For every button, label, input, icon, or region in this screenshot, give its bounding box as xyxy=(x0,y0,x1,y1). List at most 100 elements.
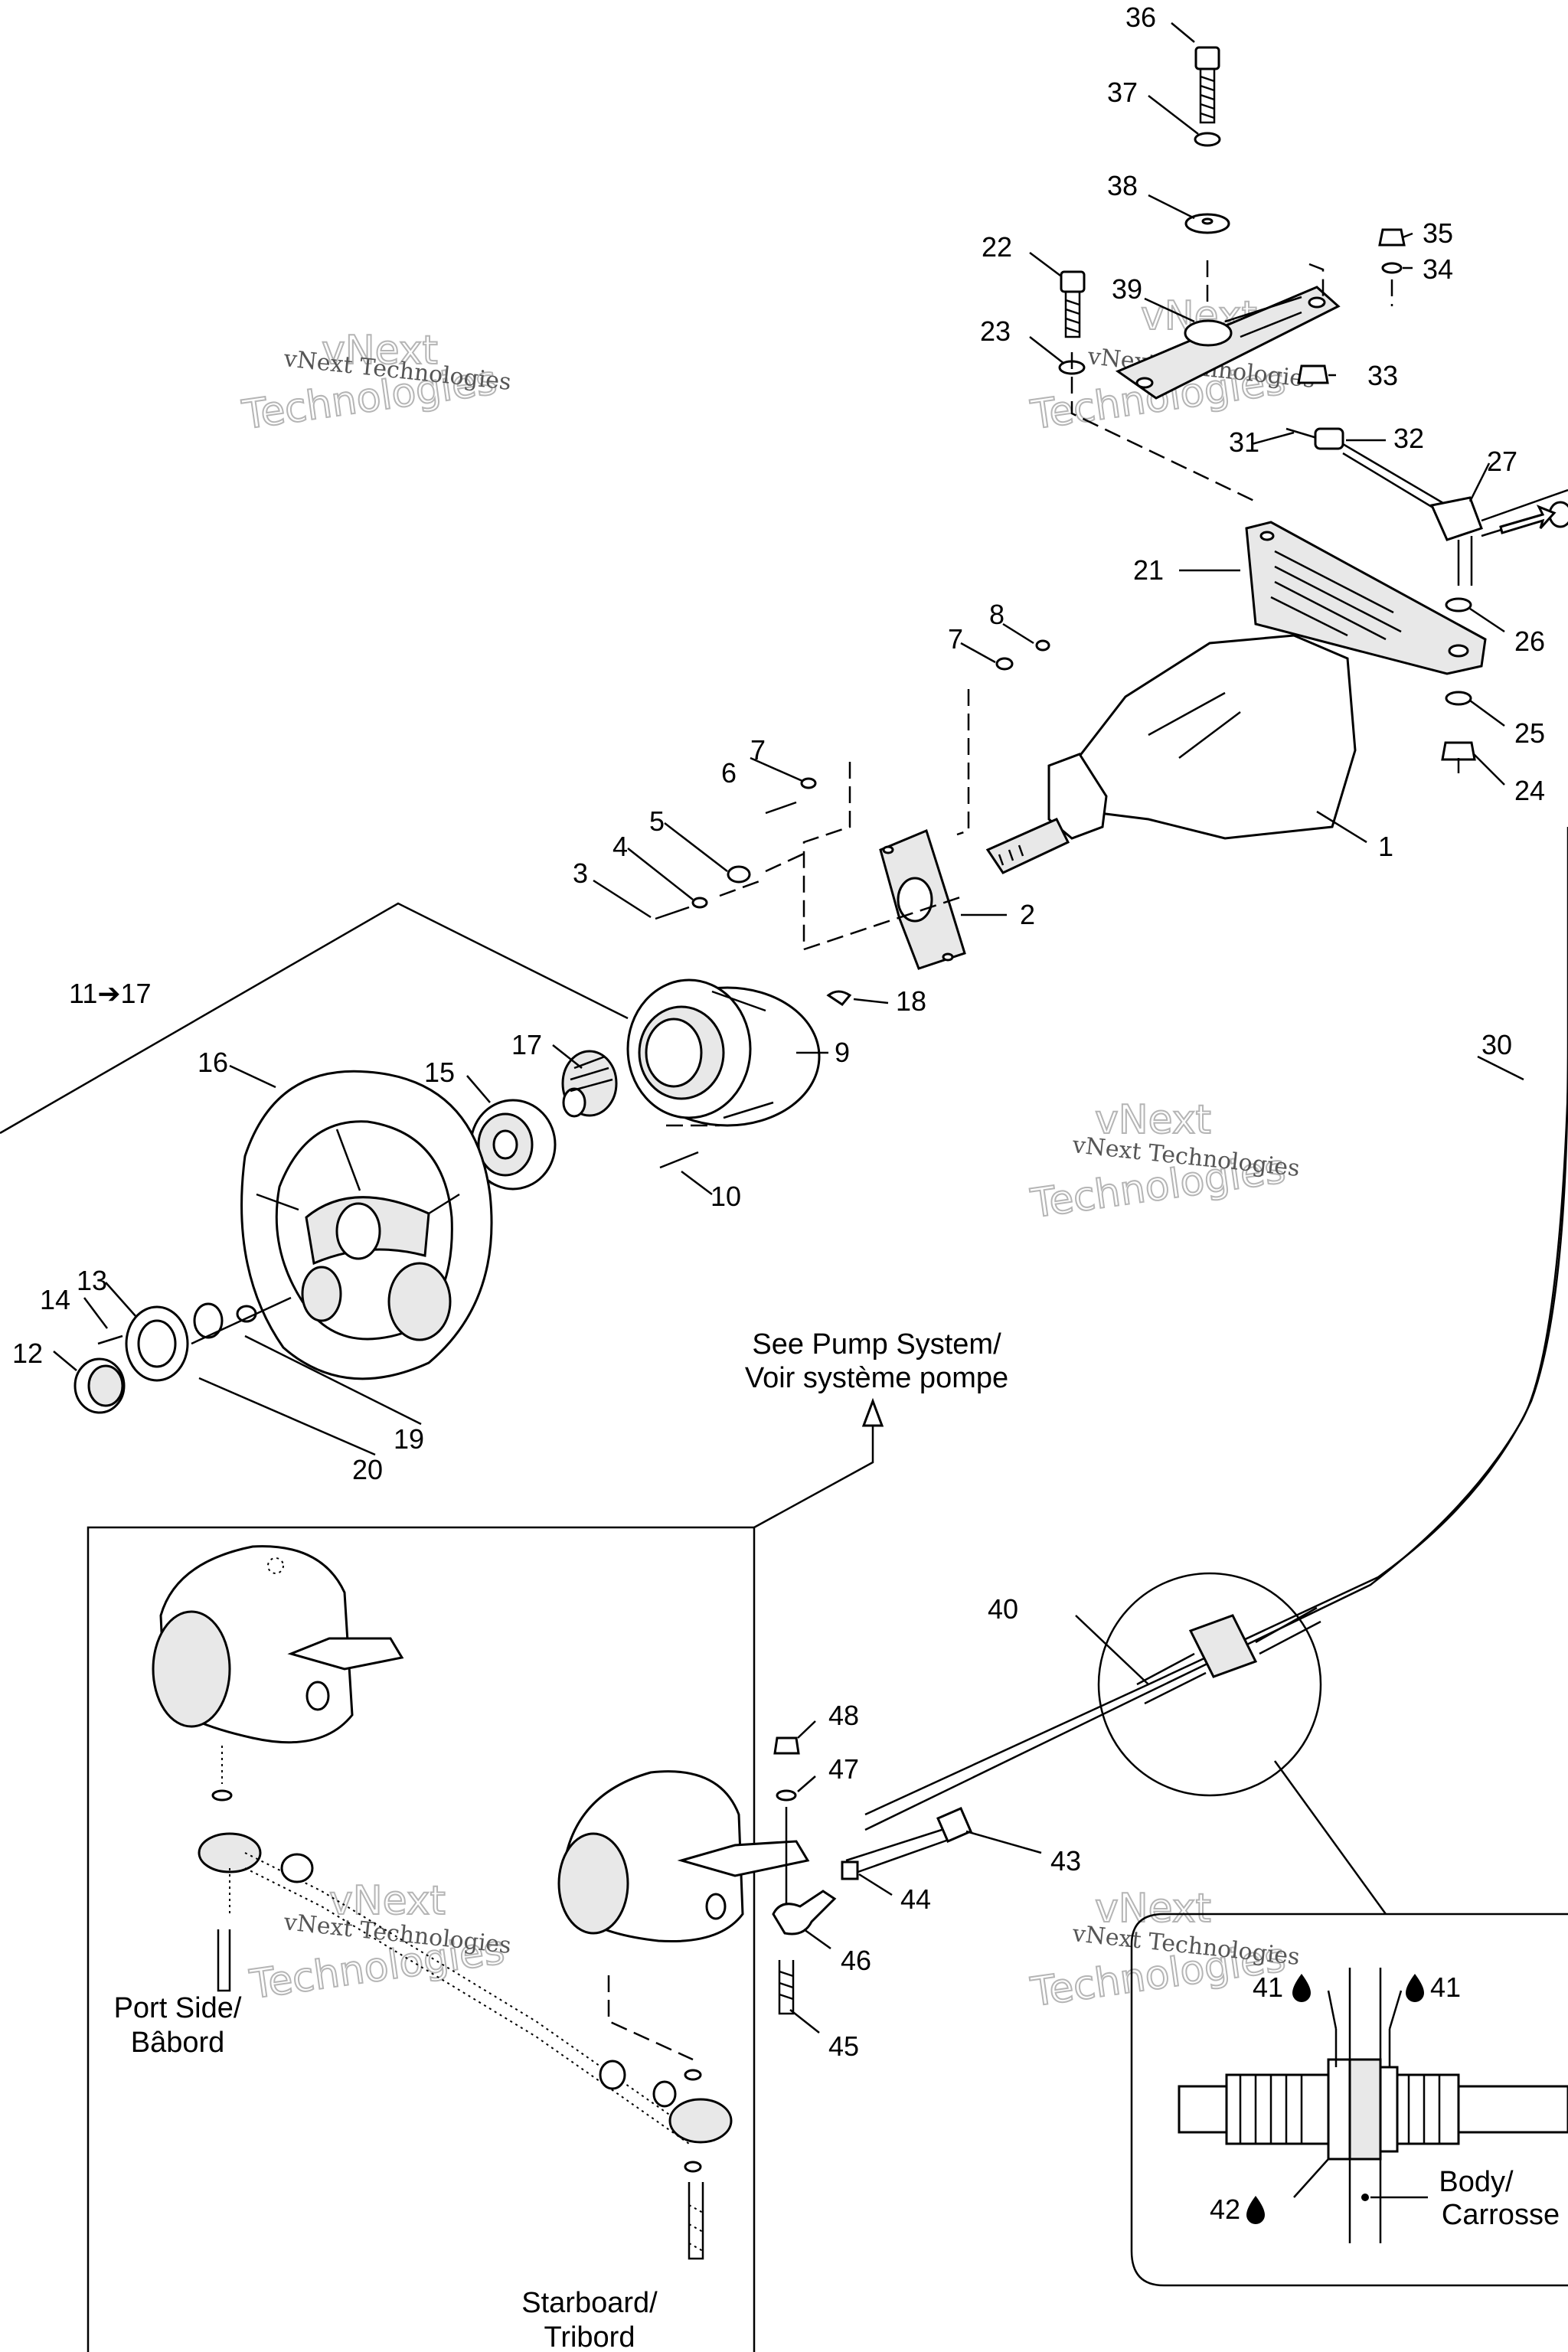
nut-33 xyxy=(1297,364,1329,384)
drop-icon xyxy=(1246,2196,1265,2224)
ferrule-43 xyxy=(936,1807,972,1843)
callout-24: 24 xyxy=(1514,775,1545,806)
callout-7b: 7 xyxy=(750,734,766,766)
callout-22: 22 xyxy=(982,231,1012,263)
callout-26: 26 xyxy=(1514,626,1545,657)
callout-9: 9 xyxy=(835,1037,850,1068)
watermark-big-11: vNext xyxy=(1095,1886,1211,1932)
callout-39: 39 xyxy=(1112,273,1142,305)
steering-hub-9 xyxy=(626,978,821,1127)
callout-5: 5 xyxy=(649,805,665,837)
callout-34: 34 xyxy=(1423,253,1453,285)
callout-10: 10 xyxy=(710,1181,741,1212)
callout-32: 32 xyxy=(1393,423,1424,454)
callout-36: 36 xyxy=(1125,2,1156,33)
pump-system-inset xyxy=(87,1397,884,2352)
ball-joint-46 xyxy=(772,1890,837,1936)
callout-45: 45 xyxy=(828,2030,859,2062)
nut-35 xyxy=(1378,228,1406,247)
watermark-big-5: vNext xyxy=(1095,1097,1211,1143)
starboard-line2: Tribord xyxy=(544,2321,635,2352)
bolt-36 xyxy=(1194,46,1220,124)
upper-bracket-assembly xyxy=(1058,46,1568,773)
pump-note-line1: See Pump System/ xyxy=(752,1328,1001,1361)
key-18 xyxy=(826,990,852,1006)
cover-plate-13 xyxy=(125,1305,189,1382)
callout-35: 35 xyxy=(1423,217,1453,249)
fitting-44 xyxy=(841,1860,859,1880)
callout-15: 15 xyxy=(424,1057,455,1088)
washer-37 xyxy=(1194,132,1221,147)
callout-25: 25 xyxy=(1514,717,1545,749)
callout-48: 48 xyxy=(828,1700,859,1731)
swivel-27 xyxy=(1429,496,1483,541)
steering-wheel-assembly xyxy=(74,1070,493,1456)
washer-47 xyxy=(776,1789,797,1802)
cap-12 xyxy=(74,1357,126,1414)
callout-46: 46 xyxy=(841,1945,871,1976)
screw-3 xyxy=(655,906,690,920)
callout-18: 18 xyxy=(896,985,926,1017)
callout-41-right: 41 xyxy=(1430,1971,1461,2003)
spline-adapter-17 xyxy=(561,1050,618,1118)
pump-note-line2: Voir système pompe xyxy=(745,1362,1008,1394)
callout-23: 23 xyxy=(980,315,1011,347)
sealant-drop-icons xyxy=(1246,505,1557,2224)
callout-33: 33 xyxy=(1367,360,1398,391)
drop-icon xyxy=(1292,1974,1311,2002)
watermark-big-9: vNext xyxy=(329,1878,446,1924)
washer-4 xyxy=(691,897,708,909)
callout-12: 12 xyxy=(12,1338,43,1369)
adapter-15 xyxy=(469,1099,557,1191)
callout-20: 20 xyxy=(352,1454,383,1485)
callout-3: 3 xyxy=(573,858,588,889)
callout-31: 31 xyxy=(1229,426,1259,458)
callout-6: 6 xyxy=(721,757,737,789)
callout-43: 43 xyxy=(1050,1845,1081,1877)
callout-2: 2 xyxy=(1020,899,1035,930)
callout-44: 44 xyxy=(900,1883,931,1915)
callout-13: 13 xyxy=(77,1265,107,1296)
callout-8: 8 xyxy=(989,599,1004,630)
callout-14: 14 xyxy=(40,1284,70,1315)
callout-42: 42 xyxy=(1210,2194,1240,2225)
starboard-line1: Starboard/ xyxy=(521,2287,658,2319)
body-line1: Body/ xyxy=(1439,2166,1514,2198)
drop-icon xyxy=(1406,1974,1424,2002)
fitting-32 xyxy=(1314,427,1344,450)
cable-end xyxy=(1178,2085,1228,2134)
bracket-21 xyxy=(1245,521,1487,675)
callout-40: 40 xyxy=(988,1593,1018,1625)
plate-39 xyxy=(1115,286,1341,400)
nut-8 xyxy=(1035,639,1050,652)
port-side-line2: Bâbord xyxy=(131,2027,225,2059)
steering-wheel-16 xyxy=(240,1070,493,1380)
callout-21: 21 xyxy=(1133,554,1164,586)
callout-47: 47 xyxy=(828,1753,859,1785)
washer-25 xyxy=(1445,691,1472,706)
detail-circle xyxy=(1097,1572,1322,1797)
steering-cable-30 xyxy=(841,827,1568,1915)
body-fitting-detail xyxy=(1130,1913,1568,2287)
steering-helm-assembly xyxy=(0,634,1357,1191)
screw-6 xyxy=(765,801,797,815)
callout-7: 7 xyxy=(948,623,963,655)
port-nozzle xyxy=(152,1545,404,1744)
arrow-up-icon xyxy=(861,1397,884,1427)
callout-41-left: 41 xyxy=(1253,1971,1283,2003)
nut-42 xyxy=(1327,2058,1351,2161)
washer-7 xyxy=(800,777,817,789)
starboard-nozzle xyxy=(557,1770,810,1943)
callout-37: 37 xyxy=(1107,77,1138,108)
nut-20 xyxy=(193,1302,224,1339)
callout-4: 4 xyxy=(612,831,628,862)
callout-17: 17 xyxy=(511,1029,542,1060)
washer-7b xyxy=(995,657,1014,671)
leader-lines xyxy=(53,22,1524,2034)
callout-16: 16 xyxy=(198,1047,228,1078)
callout-27: 27 xyxy=(1487,446,1517,477)
bolt-22 xyxy=(1060,270,1086,338)
port-side-line1: Port Side/ xyxy=(114,1992,242,2024)
body-wall xyxy=(1348,2058,1382,2161)
